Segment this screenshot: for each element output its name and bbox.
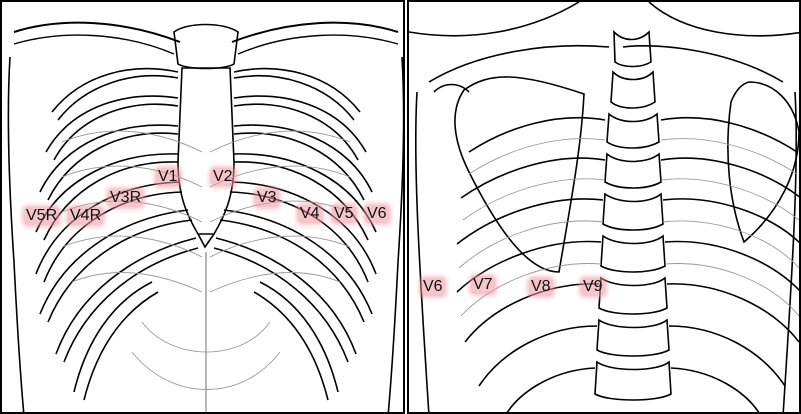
lead-label-v8: V8	[529, 278, 553, 296]
lead-label-v2: V2	[211, 168, 235, 186]
posterior-back-panel: V6 V7 V8 V9	[407, 0, 801, 414]
lead-label-v9: V9	[581, 278, 605, 296]
anterior-chest-panel: V1 V2 V3R V3 V5R V4R V4 V5 V6	[0, 0, 405, 414]
lead-label-v6-front: V6	[365, 205, 389, 223]
lead-label-v3: V3	[255, 189, 279, 207]
posterior-ribcage-illustration	[409, 2, 801, 414]
clavicle-right	[232, 23, 398, 42]
shoulder-outline-left	[409, 2, 579, 36]
lead-label-v4r: V4R	[68, 207, 103, 225]
lead-label-v3r: V3R	[108, 189, 143, 207]
shoulder-outline-right	[649, 2, 801, 36]
lead-label-v6-back: V6	[421, 278, 445, 296]
lead-label-v1: V1	[156, 168, 180, 186]
lead-label-v7: V7	[471, 276, 495, 294]
clavicle-left	[14, 23, 180, 42]
lead-label-v5r: V5R	[24, 207, 59, 225]
torso-outline-right	[388, 57, 404, 414]
xiphoid-process	[198, 234, 214, 247]
torso-outline-left	[8, 57, 24, 414]
sternum	[178, 68, 234, 234]
lead-label-v4: V4	[298, 205, 322, 223]
lead-label-v5: V5	[332, 205, 356, 223]
manubrium	[174, 25, 238, 69]
